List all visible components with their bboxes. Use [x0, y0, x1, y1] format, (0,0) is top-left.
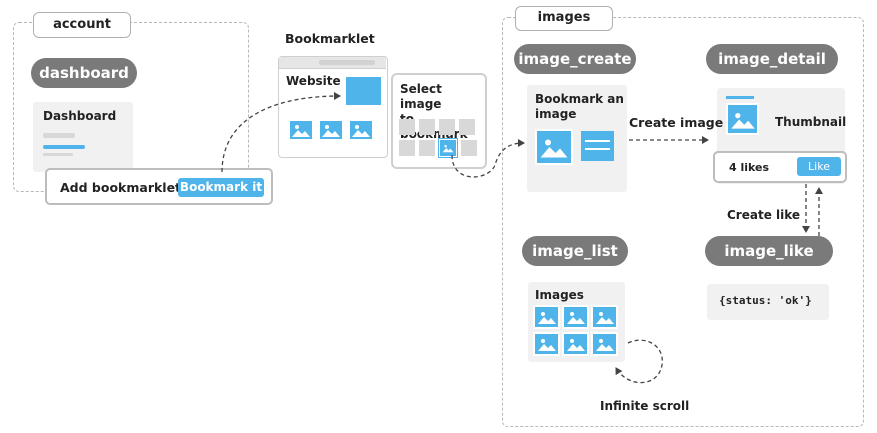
- thumbnail-label: Thumbnail: [775, 115, 847, 129]
- view-image-list: image_list: [522, 236, 628, 266]
- image-icon: [562, 332, 589, 356]
- like-response-card: {status: 'ok'}: [707, 284, 829, 320]
- add-bookmarklet-box: Add bookmarklet Bookmark it: [45, 168, 273, 205]
- like-response-text: {status: 'ok'}: [719, 294, 812, 307]
- image-icon: [535, 129, 573, 165]
- website-browser: Website: [278, 56, 388, 158]
- bookmark-it-button[interactable]: Bookmark it: [178, 178, 264, 197]
- edge-label-infinite-scroll: Infinite scroll: [600, 399, 690, 413]
- dashboard-card-title: Dashboard: [43, 109, 117, 123]
- like-button[interactable]: Like: [797, 157, 841, 176]
- view-image-detail: image_detail: [706, 44, 838, 74]
- placeholder-accent-line: [43, 145, 85, 149]
- images-list-title: Images: [535, 288, 584, 302]
- selected-image-icon[interactable]: [439, 139, 457, 157]
- browser-address-bar: [279, 57, 386, 69]
- thumbnail-header-bar: [726, 96, 754, 99]
- placeholder-text-line: [43, 153, 73, 156]
- dashboard-card: Dashboard: [33, 102, 133, 172]
- image-icon: [562, 305, 589, 329]
- select-image-panel: Select image to bookmark: [391, 73, 487, 169]
- view-image-like: image_like: [705, 236, 833, 266]
- bookmark-image-title: Bookmark an image: [535, 92, 624, 121]
- edge-label-create-image: Create image: [629, 115, 724, 130]
- likes-bar: 4 likes Like: [713, 151, 847, 183]
- arrow-infinite-scroll-loop: [615, 339, 663, 384]
- image-icon: [591, 305, 618, 329]
- account-region-label: account: [33, 12, 131, 38]
- form-panel: [581, 131, 614, 161]
- image-icon: [348, 119, 374, 141]
- arrow-selected-to-create: [451, 139, 525, 178]
- image-icon: [533, 332, 560, 356]
- image-icon: [318, 119, 344, 141]
- image-icon: [288, 119, 314, 141]
- bookmark-image-card: Bookmark an image: [527, 85, 627, 192]
- image-grid: [399, 119, 481, 159]
- edge-label-create-like: Create like: [727, 208, 801, 222]
- image-icon: [591, 332, 618, 356]
- website-label: Website: [286, 74, 341, 88]
- images-region: [502, 17, 864, 427]
- bookmarklet-title: Bookmarklet: [285, 31, 375, 46]
- images-region-label: images: [515, 6, 613, 31]
- thumbnail-image-icon: [726, 103, 759, 135]
- large-image-block: [346, 77, 381, 105]
- likes-count: 4 likes: [729, 161, 770, 174]
- view-dashboard: dashboard: [31, 58, 137, 88]
- image-icon: [533, 305, 560, 329]
- placeholder-text-line: [43, 133, 75, 138]
- add-bookmarklet-label: Add bookmarklet: [60, 180, 182, 195]
- images-list-card: Images: [528, 282, 625, 362]
- arrow-bookmark-to-website: [221, 92, 341, 173]
- view-image-create: image_create: [514, 44, 636, 74]
